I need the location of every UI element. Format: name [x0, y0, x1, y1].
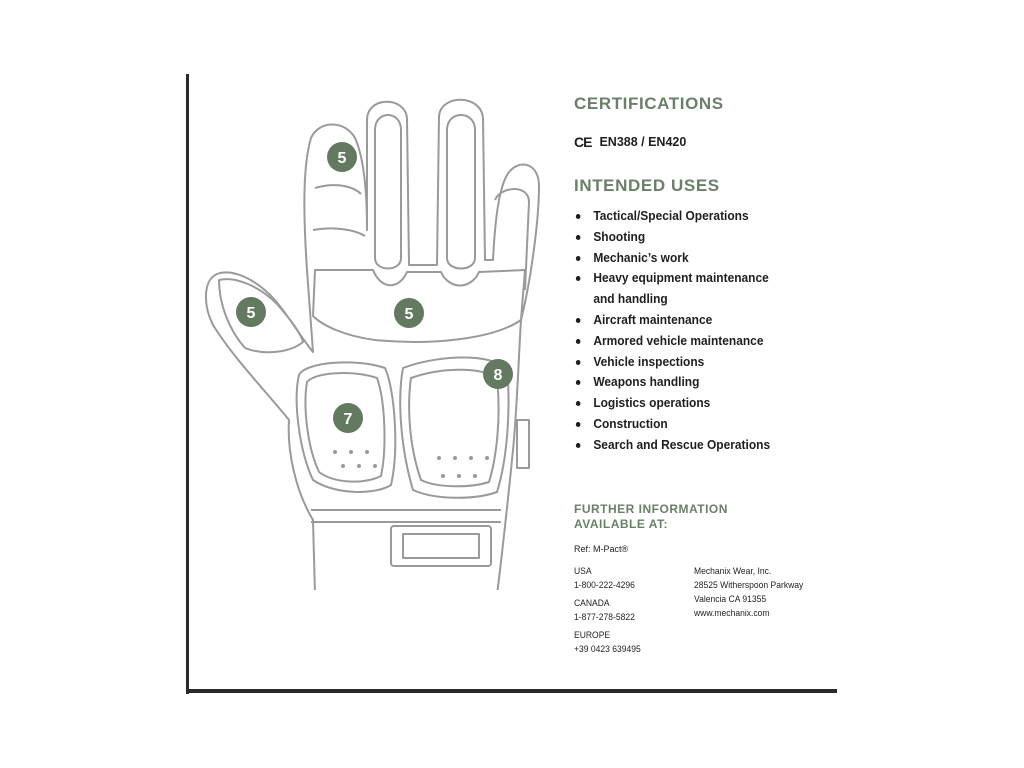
bullet-icon — [575, 255, 581, 261]
contact-usa: USA 1-800-222-4296 — [574, 565, 635, 593]
bullet-icon — [575, 401, 581, 407]
bullet-icon — [575, 317, 581, 323]
contact-europe: EUROPE +39 0423 639495 — [574, 629, 641, 657]
frame-bottom-border — [186, 689, 837, 693]
list-item: Armored vehicle maintenance — [574, 331, 770, 352]
glove-outline — [205, 98, 540, 590]
list-item: Mechanic’s work — [574, 248, 770, 269]
list-item: Tactical/Special Operations — [574, 206, 770, 227]
company-street: 28525 Witherspoon Parkway — [694, 580, 804, 591]
company-name: Mechanix Wear, Inc. — [694, 566, 772, 577]
company-website[interactable]: www.mechanix.com — [694, 608, 770, 619]
contact-canada: CANADA 1-877-278-5822 — [574, 597, 635, 625]
badge-outer-palm-label: 8 — [494, 367, 503, 384]
certification-standards: EN388 / EN420 — [599, 135, 687, 149]
frame-left-border — [186, 74, 189, 694]
further-info-line1: FURTHER INFORMATION — [574, 502, 728, 516]
list-item: Heavy equipment maintenance — [574, 268, 770, 289]
list-item: Construction — [574, 414, 770, 435]
badge-thumb — [236, 297, 266, 327]
intended-uses-heading: INTENDED USES — [574, 176, 720, 195]
side-tab — [516, 419, 530, 469]
bullet-icon — [575, 234, 581, 240]
list-item: Weapons handling — [574, 372, 770, 393]
usa-phone: 1-800-222-4296 — [574, 580, 635, 591]
certifications-heading: CERTIFICATIONS — [574, 94, 724, 113]
badge-thumb-label: 5 — [247, 305, 256, 322]
ce-mark-icon: CE — [574, 134, 592, 150]
bullet-icon — [575, 276, 581, 282]
list-item: Logistics operations — [574, 393, 770, 414]
wrist-cuff — [311, 509, 501, 523]
canada-label: CANADA — [574, 598, 610, 609]
bullet-icon — [575, 380, 581, 386]
bullet-icon — [575, 421, 581, 427]
knuckle-pad — [312, 269, 526, 343]
bullet-icon — [575, 214, 581, 219]
europe-phone: +39 0423 639495 — [574, 644, 641, 655]
product-reference: Ref: M-Pact® — [574, 544, 629, 554]
badge-knuckle — [394, 298, 424, 328]
inner-palm-pad — [295, 361, 397, 493]
badge-outer-palm — [483, 359, 513, 389]
index-finger-detail — [312, 184, 366, 237]
certification-line: CE EN388 / EN420 — [574, 134, 686, 150]
badge-inner-palm — [333, 403, 363, 433]
canada-phone: 1-877-278-5822 — [574, 612, 635, 623]
list-item: Search and Rescue Operations — [574, 435, 770, 456]
badge-index-finger — [327, 142, 357, 172]
usa-label: USA — [574, 566, 592, 577]
outer-palm-pad — [399, 356, 510, 499]
list-item: Aircraft maintenance — [574, 310, 770, 331]
list-item: Vehicle inspections — [574, 352, 770, 373]
list-item-continuation: and handling — [593, 291, 668, 307]
intended-uses-list: Tactical/Special Operations Shooting Mec… — [574, 206, 787, 456]
europe-label: EUROPE — [574, 630, 611, 641]
further-info-line2: AVAILABLE AT: — [574, 517, 669, 531]
bullet-icon — [575, 442, 581, 448]
pinky-detail — [494, 188, 530, 291]
company-address: Mechanix Wear, Inc. 28525 Witherspoon Pa… — [694, 565, 803, 621]
cuff-closure — [390, 525, 492, 567]
badge-inner-palm-label: 7 — [344, 411, 353, 428]
further-info-heading: FURTHER INFORMATION AVAILABLE AT: — [574, 502, 728, 532]
bullet-icon — [575, 338, 581, 344]
company-city: Valencia CA 91355 — [694, 594, 767, 605]
badge-knuckle-label: 5 — [405, 306, 414, 323]
middle-finger-inner — [374, 114, 402, 270]
ring-finger-inner — [446, 114, 476, 270]
list-item: Shooting — [574, 227, 770, 248]
badge-index-finger-label: 5 — [338, 150, 347, 167]
thumb-pad — [218, 278, 304, 354]
bullet-icon — [575, 359, 581, 365]
glove-illustration: 5 5 5 8 7 — [205, 98, 540, 590]
